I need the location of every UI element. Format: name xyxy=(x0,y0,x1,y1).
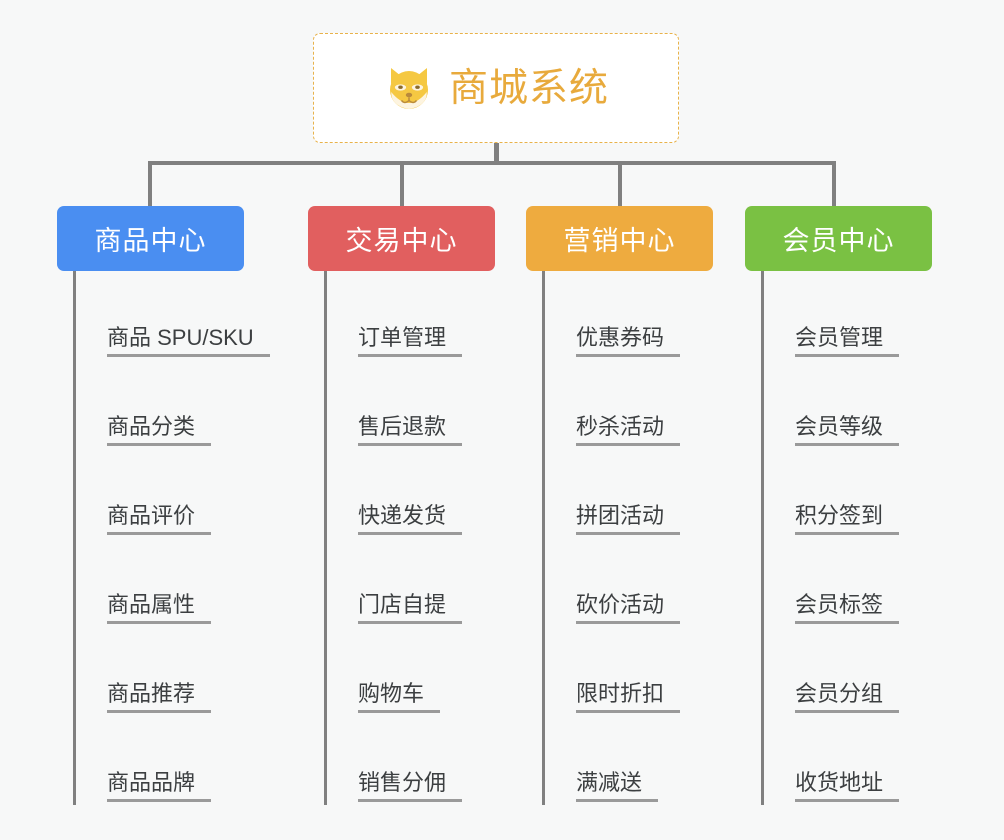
category-header-yingxiao[interactable]: 营销中心 xyxy=(526,206,713,271)
list-item-label: 商品分类 xyxy=(107,414,212,446)
list-item-label: 会员管理 xyxy=(795,325,900,357)
list-item-label: 快递发货 xyxy=(358,503,463,535)
list-item-label: 商品 SPU/SKU xyxy=(107,325,270,357)
list-item-label: 限时折扣 xyxy=(576,681,681,713)
list-item[interactable]: 优惠券码 xyxy=(542,271,681,360)
list-item[interactable]: 商品推荐 xyxy=(73,627,212,716)
root-node[interactable]: 商城系统 xyxy=(313,33,679,143)
category-title: 会员中心 xyxy=(782,226,895,256)
list-item[interactable]: 销售分佣 xyxy=(324,716,463,805)
list-item[interactable]: 秒杀活动 xyxy=(542,360,681,449)
list-item[interactable]: 拼团活动 xyxy=(542,449,681,538)
list-item-label: 会员分组 xyxy=(795,681,900,713)
list-item[interactable]: 限时折扣 xyxy=(542,627,681,716)
column-spine xyxy=(761,271,764,805)
list-item[interactable]: 会员标签 xyxy=(761,538,900,627)
list-item[interactable]: 售后退款 xyxy=(324,360,463,449)
connector-drop-1 xyxy=(148,161,152,208)
list-item-label: 优惠券码 xyxy=(576,325,681,357)
category-title: 营销中心 xyxy=(563,226,676,256)
column-spine xyxy=(542,271,545,805)
list-item-label: 购物车 xyxy=(358,681,441,713)
list-item-label: 砍价活动 xyxy=(576,592,681,624)
list-item[interactable]: 会员分组 xyxy=(761,627,900,716)
list-item-label: 销售分佣 xyxy=(358,770,463,802)
column-spine xyxy=(324,271,327,805)
column-spine xyxy=(73,271,76,805)
list-item-label: 订单管理 xyxy=(358,325,463,357)
list-item[interactable]: 满减送 xyxy=(542,716,659,805)
connector-drop-3 xyxy=(618,161,622,208)
list-item[interactable]: 门店自提 xyxy=(324,538,463,627)
list-item-label: 商品评价 xyxy=(107,503,212,535)
list-item-label: 商品品牌 xyxy=(107,770,212,802)
list-item[interactable]: 会员等级 xyxy=(761,360,900,449)
list-item-label: 商品推荐 xyxy=(107,681,212,713)
category-header-shangpin[interactable]: 商品中心 xyxy=(57,206,244,271)
list-item-label: 商品属性 xyxy=(107,592,212,624)
list-item[interactable]: 砍价活动 xyxy=(542,538,681,627)
list-item-label: 门店自提 xyxy=(358,592,463,624)
category-title: 商品中心 xyxy=(94,226,207,256)
list-item[interactable]: 商品属性 xyxy=(73,538,212,627)
list-item-label: 会员标签 xyxy=(795,592,900,624)
list-item-label: 积分签到 xyxy=(795,503,900,535)
list-item[interactable]: 收货地址 xyxy=(761,716,900,805)
connector-bus xyxy=(148,161,836,165)
list-item[interactable]: 订单管理 xyxy=(324,271,463,360)
connector-drop-4 xyxy=(832,161,836,208)
list-item[interactable]: 商品 SPU/SKU xyxy=(73,271,270,360)
category-header-jiaoyi[interactable]: 交易中心 xyxy=(308,206,495,271)
list-item[interactable]: 积分签到 xyxy=(761,449,900,538)
list-item[interactable]: 购物车 xyxy=(324,627,441,716)
category-header-huiyuan[interactable]: 会员中心 xyxy=(745,206,932,271)
list-item[interactable]: 快递发货 xyxy=(324,449,463,538)
list-item[interactable]: 商品分类 xyxy=(73,360,212,449)
category-title: 交易中心 xyxy=(345,226,458,256)
list-item-label: 会员等级 xyxy=(795,414,900,446)
list-item[interactable]: 商品品牌 xyxy=(73,716,212,805)
list-item-label: 售后退款 xyxy=(358,414,463,446)
shiba-dog-icon xyxy=(383,62,435,114)
list-item-label: 满减送 xyxy=(576,770,659,802)
list-item[interactable]: 商品评价 xyxy=(73,449,212,538)
connector-drop-2 xyxy=(400,161,404,208)
list-item[interactable]: 会员管理 xyxy=(761,271,900,360)
list-item-label: 收货地址 xyxy=(795,770,900,802)
list-item-label: 拼团活动 xyxy=(576,503,681,535)
connector-root-stem xyxy=(494,143,499,165)
page-title: 商城系统 xyxy=(448,66,609,110)
list-item-label: 秒杀活动 xyxy=(576,414,681,446)
